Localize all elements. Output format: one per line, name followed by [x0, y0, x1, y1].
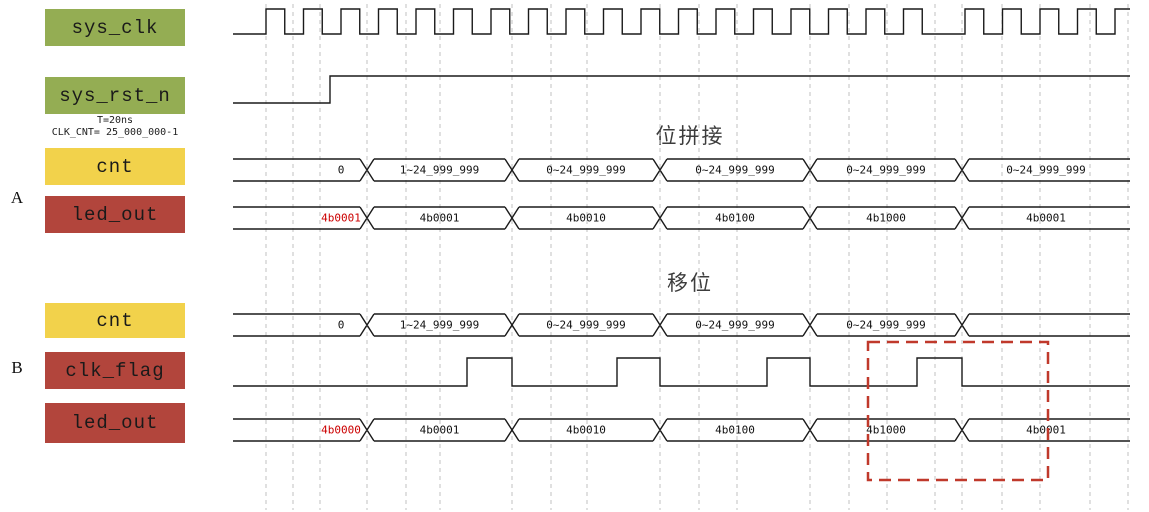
svg-text:4b0100: 4b0100 — [715, 212, 755, 225]
marker-b: B — [11, 358, 23, 377]
signal-label-sys-clk: sys_clk — [45, 9, 185, 46]
svg-text:4b0010: 4b0010 — [566, 212, 606, 225]
section-title-bit-concat: 位拼接 — [655, 124, 725, 148]
signal-label-led-out-b: led_out — [45, 403, 185, 443]
svg-text:4b1000: 4b1000 — [866, 212, 906, 225]
signal-label-cnt-b: cnt — [45, 303, 185, 338]
clk-cnt-note: CLK_CNT= 25_000_000-1 — [51, 127, 179, 138]
svg-text:4b0100: 4b0100 — [715, 424, 755, 437]
svg-text:0~24_999_999: 0~24_999_999 — [546, 319, 625, 332]
svg-text:0~24_999_999: 0~24_999_999 — [846, 319, 925, 332]
svg-text:4b0001: 4b0001 — [1026, 424, 1066, 437]
signal-label-sys-rst-n: sys_rst_n — [45, 77, 185, 114]
marker-a: A — [10, 188, 24, 207]
svg-text:0: 0 — [338, 319, 345, 332]
svg-text:4b0001: 4b0001 — [420, 424, 460, 437]
svg-text:4b0001: 4b0001 — [321, 212, 361, 225]
svg-text:4b1000: 4b1000 — [866, 424, 906, 437]
section-title-shift: 移位 — [667, 271, 713, 295]
svg-text:4b0010: 4b0010 — [566, 424, 606, 437]
period-note: T=20ns — [96, 115, 134, 126]
svg-text:0~24_999_999: 0~24_999_999 — [546, 164, 625, 177]
signal-label-cnt-a: cnt — [45, 148, 185, 185]
svg-text:4b0000: 4b0000 — [321, 424, 361, 437]
svg-text:1~24_999_999: 1~24_999_999 — [400, 319, 479, 332]
svg-text:0~24_999_999: 0~24_999_999 — [695, 319, 774, 332]
svg-text:0~24_999_999: 0~24_999_999 — [1006, 164, 1085, 177]
svg-text:1~24_999_999: 1~24_999_999 — [400, 164, 479, 177]
svg-text:4b0001: 4b0001 — [420, 212, 460, 225]
signal-label-led-out-a: led_out — [45, 196, 185, 233]
svg-text:0: 0 — [338, 164, 345, 177]
signal-label-clk-flag: clk_flag — [45, 352, 185, 389]
svg-text:4b0001: 4b0001 — [1026, 212, 1066, 225]
svg-text:0~24_999_999: 0~24_999_999 — [846, 164, 925, 177]
svg-text:0~24_999_999: 0~24_999_999 — [695, 164, 774, 177]
